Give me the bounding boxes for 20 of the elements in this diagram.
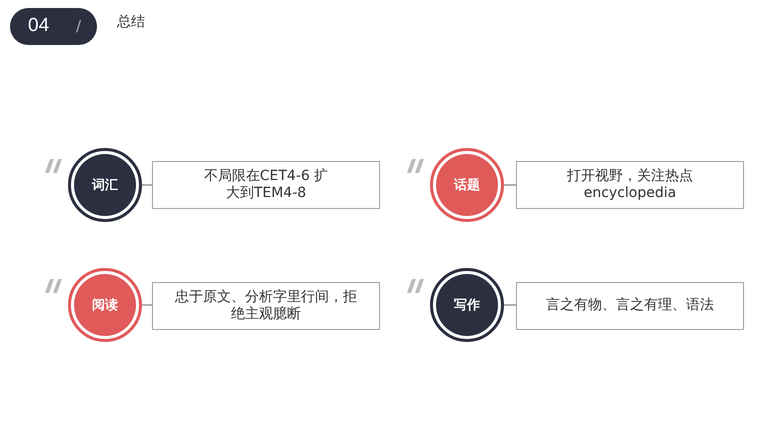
page-title: 总结 (117, 13, 145, 31)
connector-line (504, 304, 516, 306)
topic-label: 写作 (454, 297, 480, 314)
topic-label: 词汇 (92, 177, 118, 194)
connector-line (142, 184, 152, 186)
description-text: 言之有物、言之有理、语法 (546, 297, 714, 315)
connector-line (142, 304, 152, 306)
topic-label: 阅读 (92, 297, 118, 314)
description-text: 不局限在CET4-6 扩大到TEM4-8 (202, 168, 330, 202)
description-box (516, 282, 744, 330)
description-box (152, 282, 380, 330)
description-text: 忠于原文、分析字里行间，拒绝主观臆断 (175, 288, 357, 324)
description-text: 打开视野，关注热点 encyclopedia (566, 168, 694, 202)
connector-line (504, 184, 516, 186)
description-box (516, 161, 744, 209)
section-number: 04 (28, 15, 50, 37)
description-box (152, 161, 380, 209)
slash-separator: / (76, 17, 82, 35)
topic-label: 话题 (454, 177, 480, 194)
section-number-pill (10, 8, 97, 45)
